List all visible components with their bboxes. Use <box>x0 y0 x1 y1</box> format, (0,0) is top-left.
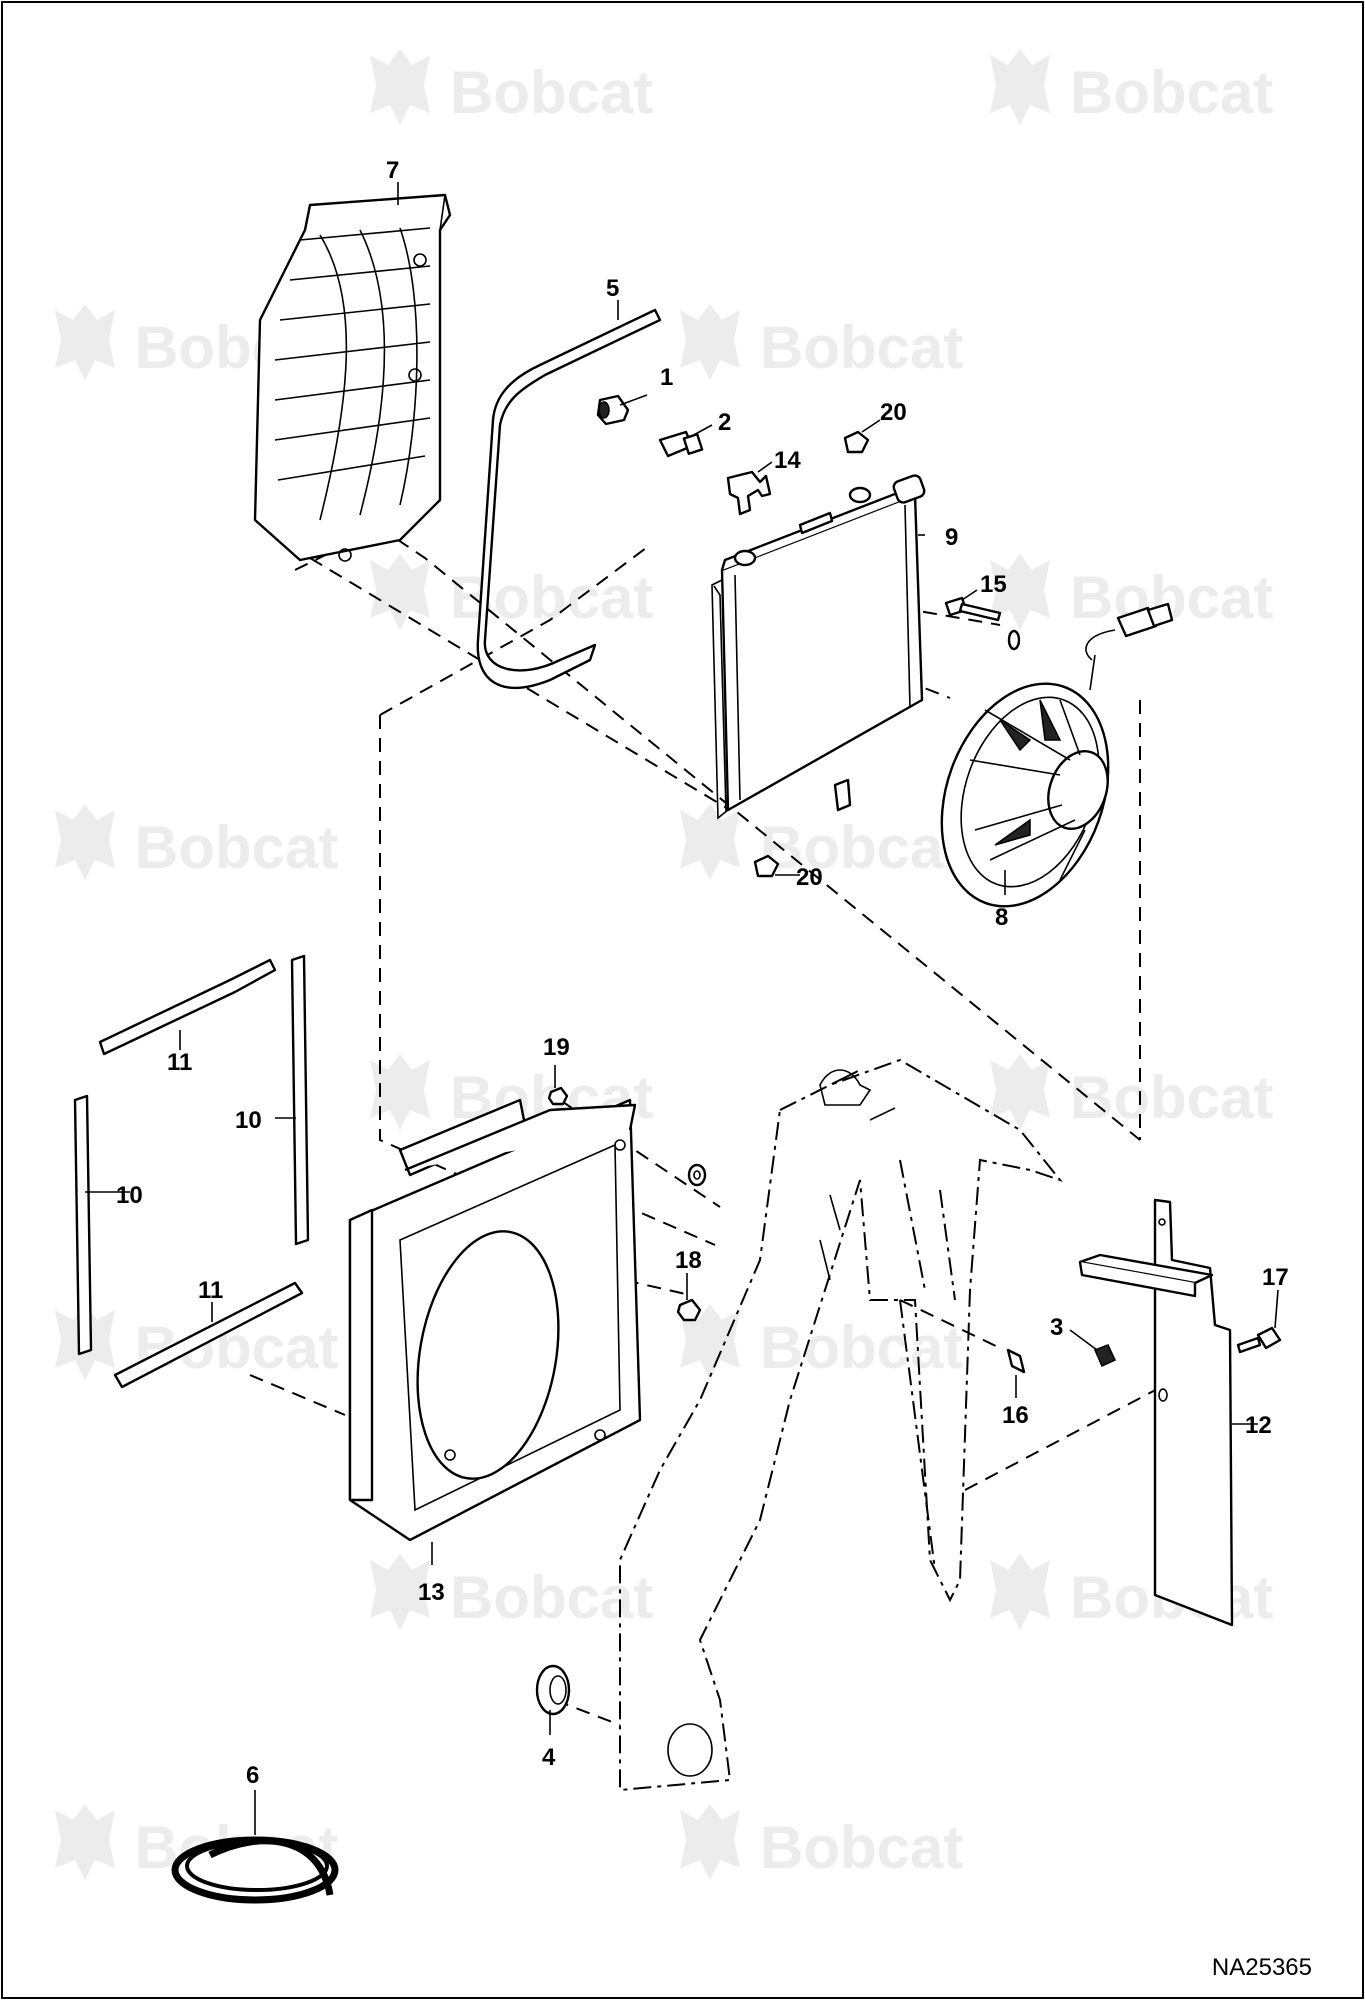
bolt-15 <box>944 596 1021 651</box>
watermark-text: Bobcat <box>450 59 653 126</box>
callout-5: 5 <box>606 275 619 302</box>
foam-strip-right <box>290 954 310 1246</box>
radiator-seal <box>476 308 662 690</box>
figure-id: NA25365 <box>1212 1954 1312 1981</box>
callout-11-bottom: 11 <box>198 1277 223 1304</box>
watermark-logo: Bobcat <box>370 49 653 126</box>
callout-2: 2 <box>718 409 731 436</box>
callout-3: 3 <box>1050 1314 1063 1341</box>
watermark-text: Bobcat <box>135 814 338 881</box>
callout-11-top: 11 <box>167 1049 192 1076</box>
fan-shroud <box>348 1098 642 1542</box>
bracket-plate <box>1078 1198 1234 1627</box>
callout-4: 4 <box>542 1744 556 1771</box>
callout-19: 19 <box>543 1034 570 1061</box>
watermark-text: Bobcat <box>760 814 963 881</box>
cooling-fan <box>940 602 1174 908</box>
callout-20-top: 20 <box>880 399 907 426</box>
foam-strip-left <box>73 1094 93 1356</box>
callout-18: 18 <box>675 1247 702 1274</box>
watermark-text: Bobcat <box>760 1314 963 1381</box>
foam-strip-bottom <box>113 1281 304 1389</box>
nut-19 <box>547 1086 569 1106</box>
machine-frame-reference <box>619 1058 1063 1792</box>
callout-15: 15 <box>980 571 1007 598</box>
nut-18 <box>676 1298 702 1322</box>
watermark-text: Bobcat <box>1070 59 1273 126</box>
callout-7: 7 <box>386 157 399 184</box>
watermark-logo: Bobcat <box>55 804 338 881</box>
callout-1: 1 <box>660 364 673 391</box>
watermark-logo: Bobcat <box>990 1054 1273 1131</box>
fitting-tee <box>726 470 772 516</box>
hose-coil <box>171 1836 339 1904</box>
watermark-layer: Bobcat Bobcat Bobcat Bobcat Bobcat Bobca… <box>55 49 1273 1881</box>
callout-13: 13 <box>418 1579 445 1606</box>
clip-3 <box>1093 1344 1116 1368</box>
grommet <box>535 1664 571 1716</box>
watermark-logo: Bobcat <box>990 49 1273 126</box>
watermark-text: Bobcat <box>1070 1064 1273 1131</box>
bolt-17 <box>1236 1326 1282 1354</box>
foam-strip-top <box>98 958 277 1056</box>
watermark-logo: Bobcat <box>680 1304 963 1381</box>
callout-16: 16 <box>1002 1402 1029 1429</box>
bolt-bottom <box>753 854 780 878</box>
callout-9: 9 <box>945 524 958 551</box>
radiator <box>711 474 926 820</box>
watermark-text: Bobcat <box>760 314 963 381</box>
fitting-elbow <box>596 394 630 426</box>
washer <box>687 1163 707 1187</box>
callout-10-left: 10 <box>116 1182 143 1209</box>
watermark-text: Bobcat <box>760 1814 963 1881</box>
watermark-logo: Bobcat <box>680 804 963 881</box>
callout-8: 8 <box>995 904 1008 931</box>
callout-17: 17 <box>1262 1264 1289 1291</box>
callout-6: 6 <box>246 1762 259 1789</box>
callout-10-right: 10 <box>235 1107 262 1134</box>
fitting-adapter <box>658 430 704 458</box>
bolt-top <box>843 430 870 454</box>
grille-shroud <box>253 193 452 562</box>
callout-14: 14 <box>774 447 801 474</box>
watermark-logo: Bobcat <box>680 304 963 381</box>
watermark-text: Bobcat <box>450 1564 653 1631</box>
callout-labels: 7 5 1 2 14 20 9 15 8 20 11 10 10 11 13 1… <box>116 157 1289 1789</box>
rivet-16 <box>1006 1348 1026 1374</box>
leader-lines <box>85 182 1279 1835</box>
watermark-logo: Bobcat <box>680 1804 963 1881</box>
callout-12: 12 <box>1245 1412 1272 1439</box>
callout-20-bottom: 20 <box>796 864 823 891</box>
